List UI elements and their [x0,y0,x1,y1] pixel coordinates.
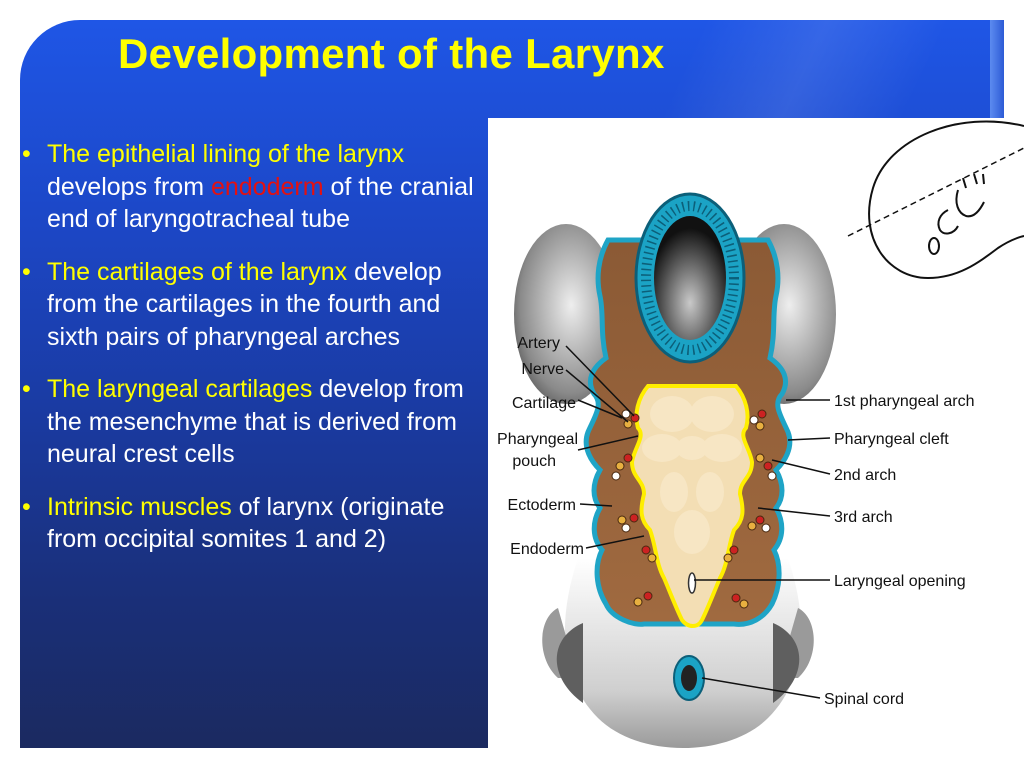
larynx-diagram: Artery Nerve Cartilage Pharyngeal pouch … [497,120,1024,748]
label-pharyngeal-cleft: Pharyngeal cleft [834,431,949,448]
bullet-highlight: The laryngeal cartilages [47,375,313,403]
label-1st-pharyngeal-arch: 1st pharyngeal arch [834,393,975,410]
bullet-item: • The laryngeal cartilages develop from … [22,373,484,471]
outer-embryo-shape [514,224,836,748]
decorative-sheen [560,20,1000,120]
neural-tube [634,192,746,364]
bullet-dot-icon: • [22,492,31,521]
bullet-text: of larynx (originate from occipital somi… [47,492,445,554]
label-artery: Artery [517,335,560,352]
bullet-text: develops from [47,172,211,201]
label-2nd-arch: 2nd arch [834,467,896,484]
slide-title: Development of the Larynx [118,30,665,77]
bullet-item: • The epithelial lining of the larynx de… [22,138,484,236]
label-pharyngeal: Pharyngeal [497,431,578,448]
figure-panel: Artery Nerve Cartilage Pharyngeal pouch … [488,118,1024,768]
pharyngeal-bulges [642,396,742,554]
bullet-dot-icon: • [22,257,31,286]
label-endoderm: Endoderm [510,541,584,558]
label-spinal-cord: Spinal cord [824,691,904,708]
bullet-text: develop from the cartilages in the fourt… [47,257,442,351]
label-ectoderm: Ectoderm [508,497,576,514]
bullet-item: • Intrinsic muscles of larynx (originate… [22,491,484,556]
bullet-endoderm-term: endoderm [210,172,324,201]
bullet-item: • The cartilages of the larynx develop f… [22,256,484,354]
bullet-highlight: The cartilages of the larynx [47,257,348,286]
bullet-highlight: The epithelial lining of the larynx [47,140,405,168]
spinal-cord [673,655,705,701]
embryo-inset-drawing [847,120,1024,280]
bullet-dot-icon: • [22,140,31,168]
label-pouch: pouch [512,453,556,470]
bullet-text: of the cranial end of laryngotracheal tu… [47,172,474,234]
bullet-list: • The epithelial lining of the larynx de… [22,138,484,576]
label-cartilage: Cartilage [512,395,576,412]
leader-lines [565,345,831,699]
label-laryngeal-opening: Laryngeal opening [834,573,966,590]
label-3rd-arch: 3rd arch [834,509,893,526]
label-nerve: Nerve [521,361,564,378]
bullet-text: develop from the mesenchyme that is deri… [47,375,464,468]
bullet-dot-icon: • [22,375,31,403]
bullet-highlight: Intrinsic muscles [47,492,232,521]
laryngeal-opening [687,572,697,594]
